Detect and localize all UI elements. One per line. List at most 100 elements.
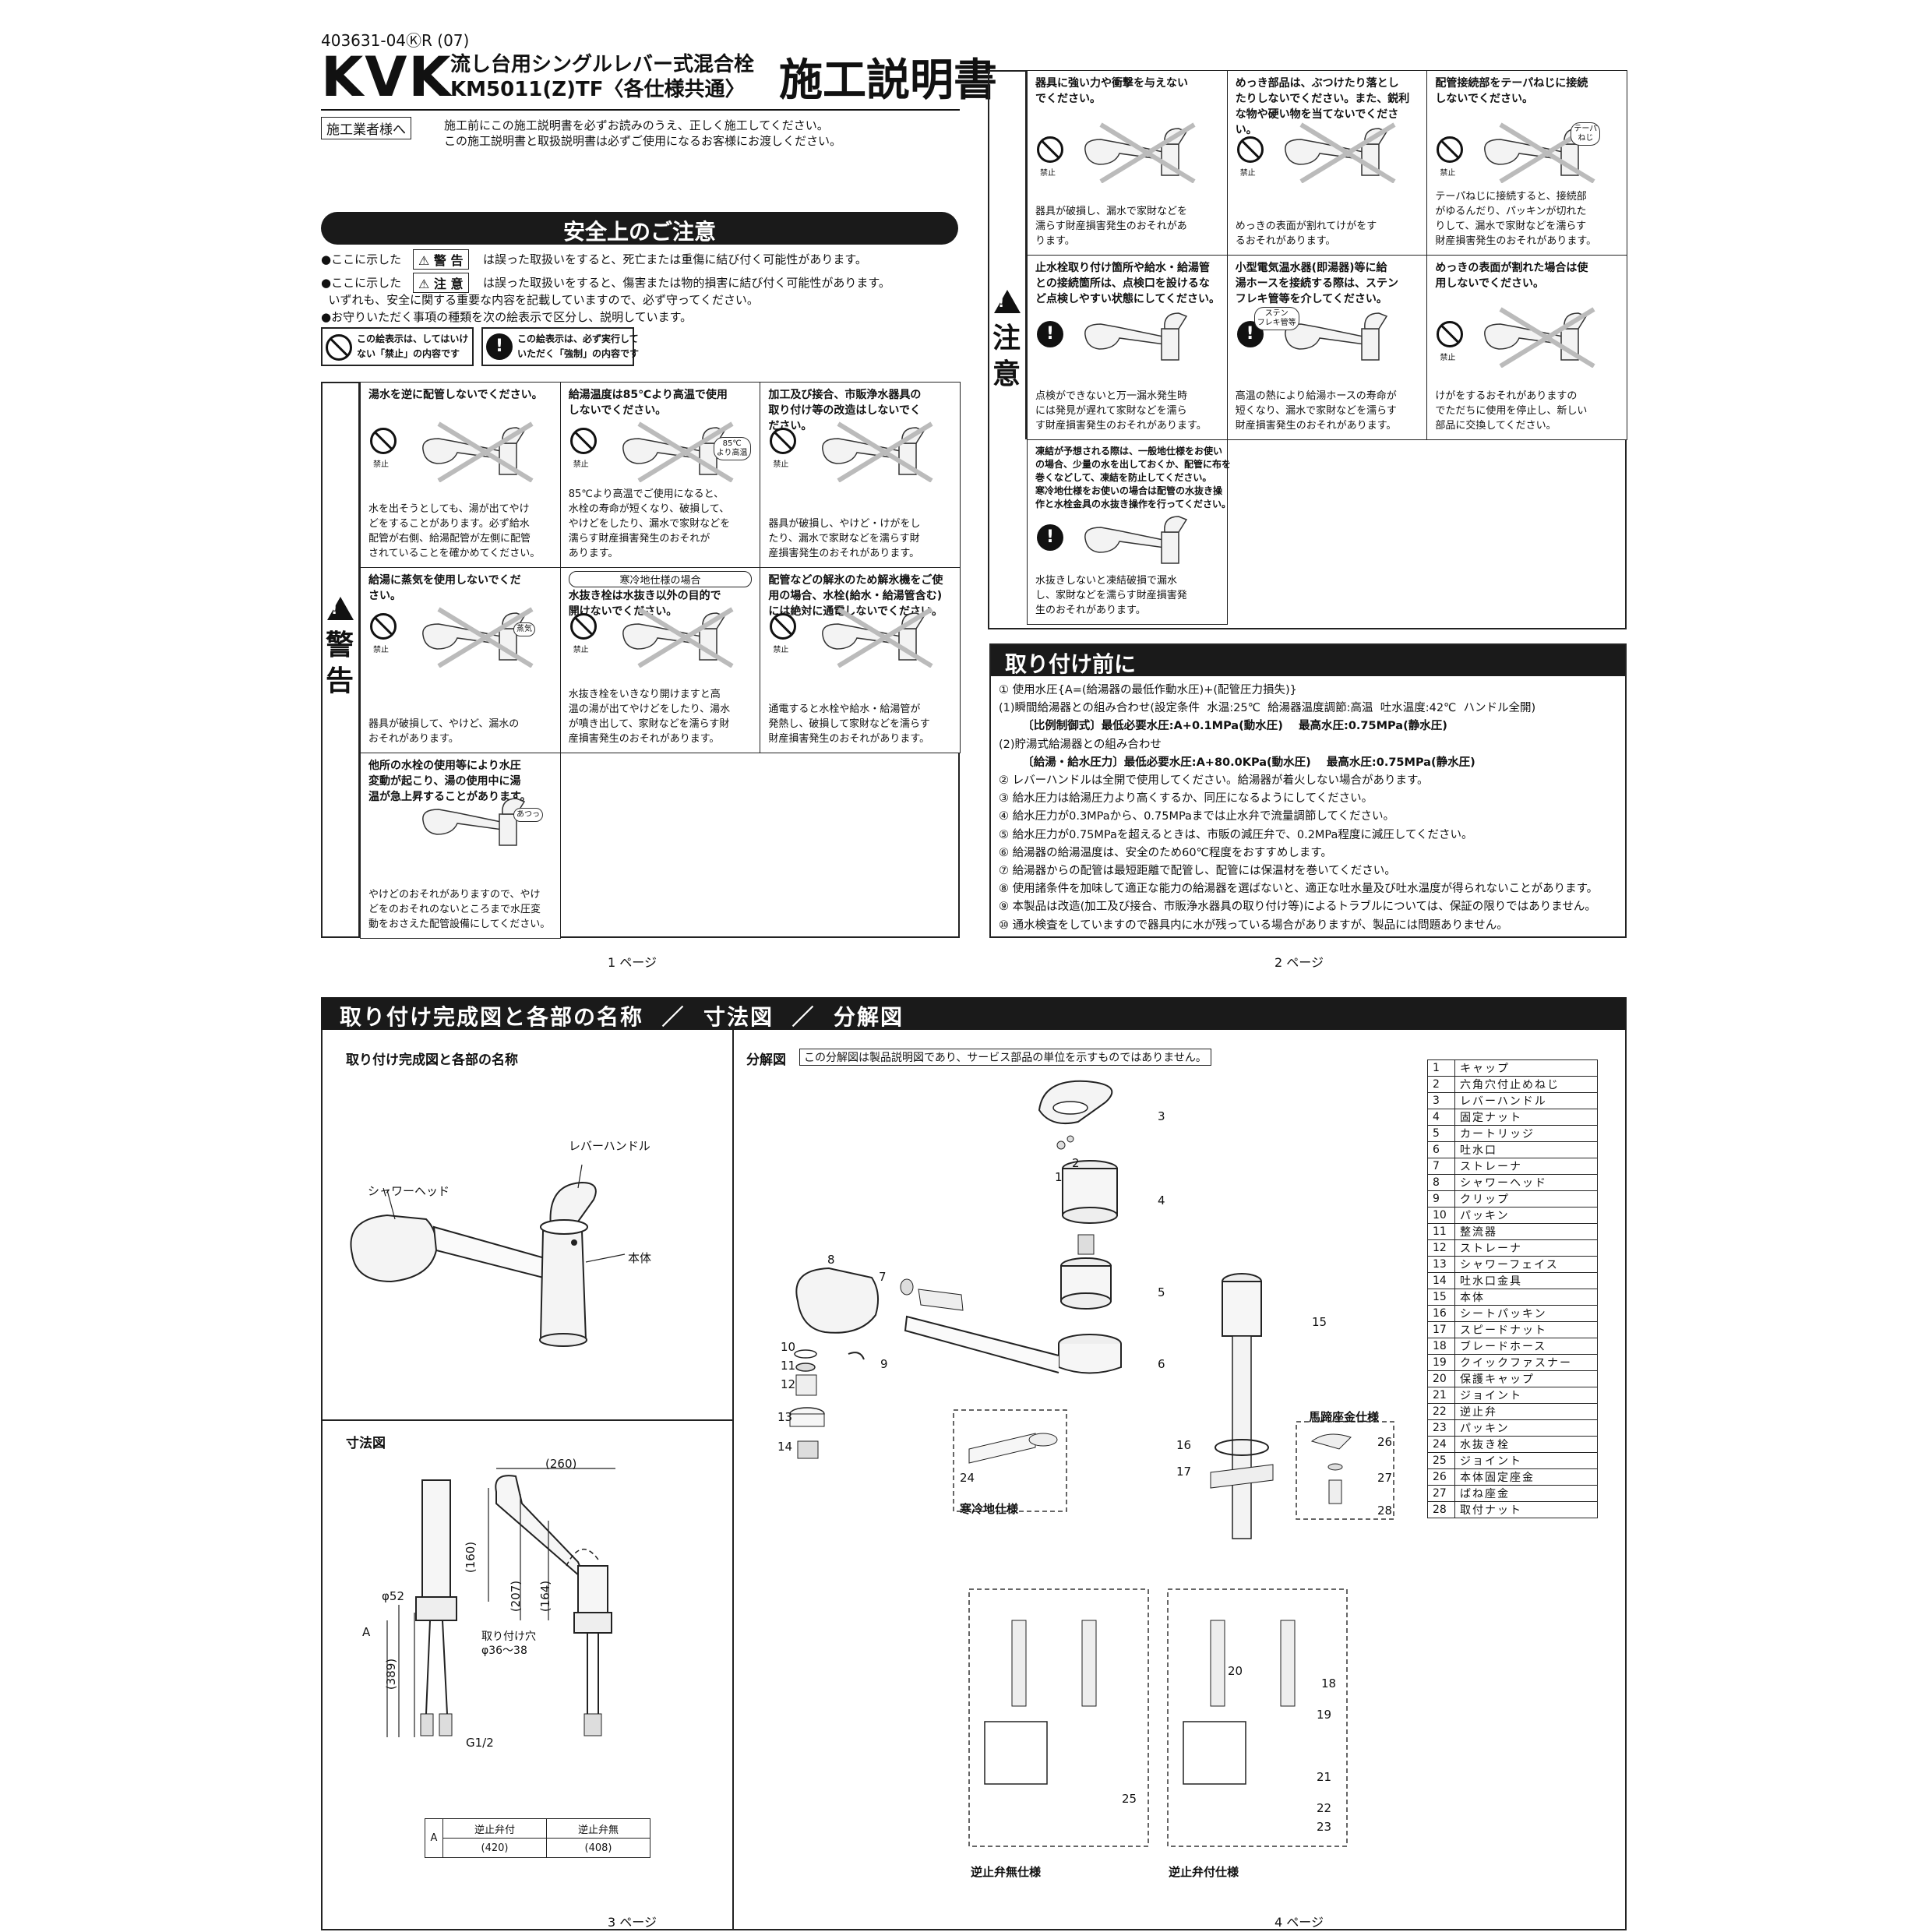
caution-head: 小型電気温水器(即湯器)等に給 湯ホースを接続する際は、ステン フレキ管等を介し… — [1235, 262, 1398, 305]
label-body: 本体 — [628, 1251, 652, 1265]
brand-logo: KVK — [321, 45, 453, 109]
callout-number: 11 — [781, 1359, 796, 1373]
part-name: 吐水口 — [1454, 1141, 1598, 1158]
callout-number: 15 — [1312, 1315, 1327, 1329]
before-install-title: 取り付け前に — [1005, 651, 1137, 677]
part-name: パッキン — [1454, 1419, 1598, 1437]
label-lever-handle: レバーハンドル — [569, 1139, 650, 1153]
part-no: 19 — [1427, 1354, 1455, 1371]
part-no: 11 — [1427, 1223, 1455, 1240]
before-install-line: ⑨ 本製品は改造(加工及び接合、市販浄水器具の取り付け等)によるトラブルについて… — [999, 901, 1596, 914]
part-name: 取付ナット — [1454, 1501, 1598, 1518]
faucet-illustration — [1084, 516, 1188, 564]
product-line2: KM5011(Z)TF〈各仕様共通〉 — [450, 78, 746, 101]
warning-triangle-icon — [327, 597, 354, 620]
callout-number: 28 — [1377, 1504, 1393, 1518]
dim-table-head-0: 逆止弁付 — [442, 1818, 547, 1839]
mandatory-icon: ! — [1037, 524, 1063, 551]
callout-number: 17 — [1176, 1465, 1192, 1479]
part-no: 20 — [1427, 1370, 1455, 1387]
page-number-2: 2 ページ — [1274, 955, 1324, 970]
warning-body: 水抜き栓をいきなり開けますと高 温の湯が出てやけどをしたり、湯水 が噴き出して、… — [568, 689, 731, 745]
prohibit-icon — [1037, 136, 1063, 163]
part-no: 5 — [1427, 1125, 1455, 1142]
page-number-4: 4 ページ — [1274, 1915, 1324, 1930]
part-name: 吐水口金具 — [1454, 1272, 1598, 1289]
warning-item: 給湯温度は85℃より高温で使用 しないでください。85℃より高温でご使用になると… — [559, 382, 761, 568]
assembly-title: 取り付け完成図と各部の名称 ／ 寸法図 ／ 分解図 — [340, 1004, 904, 1030]
caution-side-label: 注 意 — [992, 323, 1021, 390]
prohibit-label: 禁止 — [773, 646, 789, 654]
cold-spec-label: 寒冷地仕様 — [960, 1502, 1019, 1516]
callout-number: 2 — [1072, 1156, 1080, 1170]
caution-item: めっきの表面が割れた場合は使 用しないでください。けがをするおそれがありますの … — [1426, 255, 1628, 440]
part-no: 14 — [1427, 1272, 1455, 1289]
dims-title: 寸法図 — [346, 1436, 386, 1451]
warning-item: 配管などの解氷のため解氷機をご使 用の場合、水栓(給水・給湯管含む) には絶対に… — [760, 567, 961, 753]
part-no: 2 — [1427, 1076, 1455, 1093]
callout-number: 19 — [1317, 1708, 1332, 1722]
caution-head: 配管接続部をテーパねじに接続 しないでください。 — [1435, 77, 1588, 105]
part-name: シャワーヘッド — [1454, 1174, 1598, 1191]
safety-line3: いずれも、安全に関する重要な内容を記載していますので、必ず守ってください。 — [321, 293, 759, 307]
warning-tag: あつっ — [513, 808, 543, 822]
callout-number: 6 — [1158, 1357, 1165, 1371]
part-no: 9 — [1427, 1190, 1455, 1208]
before-install-line: ① 使用水圧{A=(給湯器の最低作動水圧)+(配管圧力損失)} — [999, 684, 1297, 696]
horseshoe-spec-label: 馬蹄座金仕様 — [1309, 1410, 1380, 1424]
callout-number: 16 — [1176, 1438, 1192, 1452]
safety-line1-pre: ●ここに示した — [321, 252, 402, 266]
part-no: 16 — [1427, 1305, 1455, 1322]
callout-number: 8 — [827, 1253, 835, 1267]
legend-mandatory-text: この絵表示は、必ず実行して いただく「強制」の内容です — [517, 333, 640, 359]
dim-g12: G1/2 — [466, 1736, 494, 1750]
callout-number: 10 — [781, 1340, 796, 1354]
part-no: 27 — [1427, 1485, 1455, 1502]
caution-body: 高温の熱により給湯ホースの寿命が 短くなり、漏水で家財などを濡らす 財産損害発生… — [1235, 390, 1397, 432]
callout-number: 3 — [1158, 1109, 1165, 1123]
part-no: 18 — [1427, 1338, 1455, 1355]
part-no: 3 — [1427, 1092, 1455, 1109]
prohibit-icon — [569, 428, 597, 454]
part-name: クイックファスナー — [1454, 1354, 1598, 1371]
caution-item: 小型電気温水器(即湯器)等に給 湯ホースを接続する際は、ステン フレキ管等を介し… — [1226, 255, 1428, 440]
dim-table-rowlabel: A — [425, 1818, 443, 1858]
callout-number: 9 — [880, 1357, 888, 1371]
page-number-3: 3 ページ — [608, 1915, 657, 1930]
part-name: ばね座金 — [1454, 1485, 1598, 1502]
with-check-valve-label: 逆止弁付仕様 — [1169, 1865, 1239, 1879]
before-install-block: 取り付け前に ① 使用水圧{A=(給湯器の最低作動水圧)+(配管圧力損失)}(1… — [989, 643, 1627, 938]
prohibit-label: 禁止 — [373, 460, 389, 469]
prohibit-icon — [1437, 321, 1464, 347]
part-no: 12 — [1427, 1239, 1455, 1257]
part-name: スピードナット — [1454, 1321, 1598, 1338]
part-no: 26 — [1427, 1468, 1455, 1486]
dim-A: A — [362, 1625, 371, 1639]
dim-207: (207) — [509, 1580, 524, 1613]
caution-body: 器具が破損し、漏水で家財などを 濡らす財産損害発生のおそれがあ ります。 — [1035, 206, 1188, 247]
warning-item: 加工及び接合、市販浄水器具の 取り付け等の改造はしないでく ださい。器具が破損し… — [760, 382, 961, 568]
callout-number: 7 — [879, 1270, 887, 1284]
before-install-line: ② レバーハンドルは全開で使用してください。給湯器が着火しない場合があります。 — [999, 774, 1429, 787]
installer-label: 施工業者様へ — [321, 117, 411, 139]
caution-body: 水抜きしないと凍結破損で漏水 し、家財などを濡らす財産損害発 生のおそれがありま… — [1035, 575, 1187, 616]
part-name: シートパッキン — [1454, 1305, 1598, 1322]
faucet-illustration — [1484, 307, 1595, 368]
dim-164: (164) — [538, 1580, 553, 1613]
mandatory-icon: ! — [1037, 321, 1063, 347]
exploded-note: この分解図は製品説明図であり、サービス部品の単位を示すものではありません。 — [799, 1049, 1211, 1066]
before-install-line: ⑥ 給湯器の給湯温度は、安全のため60℃程度をおすすめします。 — [999, 846, 1332, 859]
caution-tag: ステン フレキ管等 — [1253, 307, 1299, 330]
prohibit-icon — [370, 613, 397, 640]
